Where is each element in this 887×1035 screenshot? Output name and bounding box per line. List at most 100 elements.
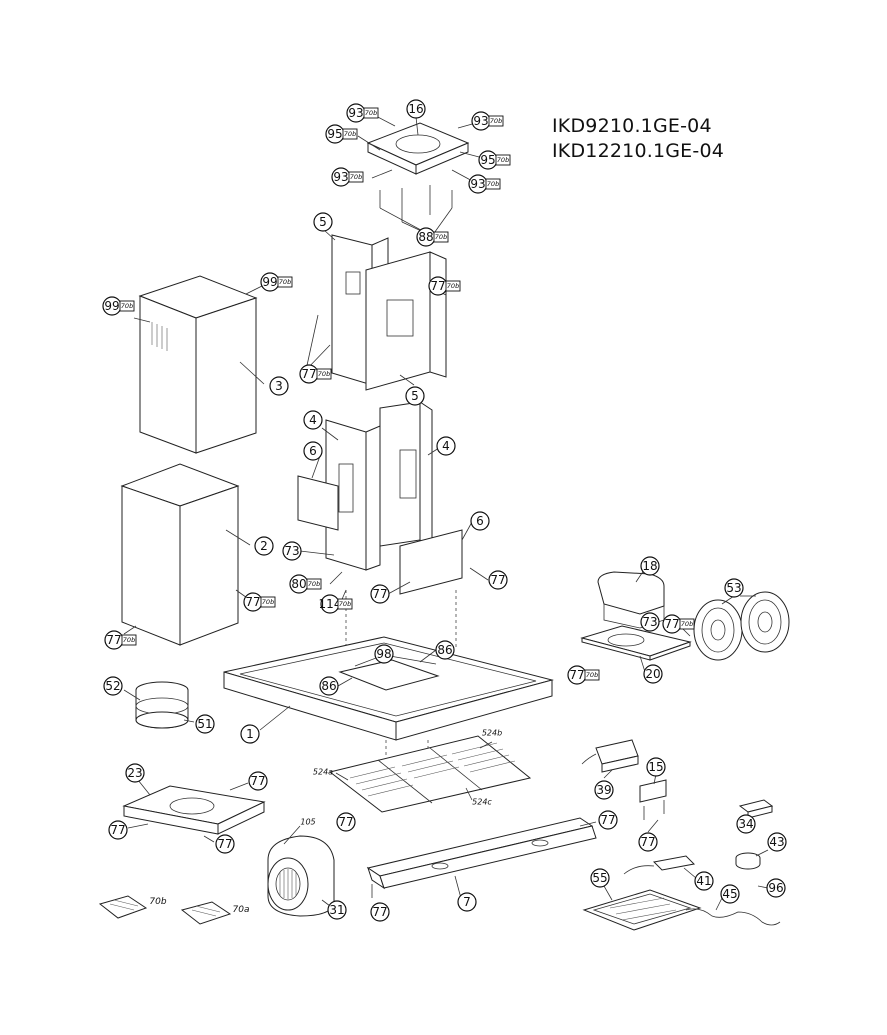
svg-text:23: 23 bbox=[127, 766, 142, 780]
callout-55: 55 bbox=[590, 868, 610, 888]
callout-77: 77 bbox=[336, 812, 356, 832]
svg-text:16: 16 bbox=[408, 102, 423, 116]
svg-text:524b: 524b bbox=[482, 729, 502, 738]
tag-70b: 70b bbox=[679, 618, 695, 630]
callout-86: 86 bbox=[319, 676, 339, 696]
svg-text:2: 2 bbox=[260, 539, 268, 553]
tag-70b: 70b bbox=[495, 154, 511, 166]
tag-70b: 70b bbox=[363, 107, 379, 119]
svg-text:5: 5 bbox=[319, 215, 327, 229]
callout-23: 23 bbox=[125, 763, 145, 783]
callout-51: 51 bbox=[195, 714, 215, 734]
svg-text:77: 77 bbox=[338, 815, 353, 829]
svg-text:95: 95 bbox=[327, 127, 342, 141]
svg-text:3: 3 bbox=[275, 379, 283, 393]
callout-93: 93 bbox=[468, 174, 488, 194]
svg-text:15: 15 bbox=[648, 760, 663, 774]
callout-45: 45 bbox=[720, 884, 740, 904]
part-canopy bbox=[223, 636, 554, 800]
part-small-components bbox=[582, 799, 781, 931]
part-grease-filters bbox=[328, 735, 532, 813]
callout-77: 77 bbox=[370, 902, 390, 922]
svg-text:77: 77 bbox=[106, 633, 121, 647]
svg-text:73: 73 bbox=[642, 615, 657, 629]
callout-77: 77 bbox=[243, 592, 263, 612]
svg-text:77: 77 bbox=[490, 573, 505, 587]
callout-77: 77 bbox=[662, 614, 682, 634]
svg-text:53: 53 bbox=[726, 581, 741, 595]
part-upper-frame bbox=[305, 229, 447, 391]
tag-70b: 70b bbox=[316, 368, 332, 380]
svg-text:73: 73 bbox=[284, 544, 299, 558]
svg-text:70b: 70b bbox=[308, 580, 320, 588]
svg-text:99: 99 bbox=[104, 299, 119, 313]
svg-text:70b: 70b bbox=[487, 180, 499, 188]
svg-text:4: 4 bbox=[309, 413, 317, 427]
svg-text:86: 86 bbox=[321, 679, 336, 693]
callout-93: 93 bbox=[331, 167, 351, 187]
svg-text:95: 95 bbox=[480, 153, 495, 167]
svg-text:114: 114 bbox=[319, 597, 342, 611]
svg-text:20: 20 bbox=[645, 667, 660, 681]
svg-text:524c: 524c bbox=[472, 798, 492, 807]
tag-70b: 70b bbox=[119, 300, 135, 312]
callout-96: 96 bbox=[766, 878, 786, 898]
svg-text:77: 77 bbox=[250, 774, 265, 788]
callout-6: 6 bbox=[303, 441, 323, 461]
svg-text:70b: 70b bbox=[435, 233, 447, 241]
callout-88: 88 bbox=[416, 227, 436, 247]
svg-text:70b: 70b bbox=[149, 897, 166, 907]
callout-77: 77 bbox=[104, 630, 124, 650]
callout-43: 43 bbox=[767, 832, 787, 852]
callout-86: 86 bbox=[435, 640, 455, 660]
svg-text:70b: 70b bbox=[123, 636, 135, 644]
callout-18: 18 bbox=[640, 556, 660, 576]
svg-text:77: 77 bbox=[301, 367, 316, 381]
callout-5: 5 bbox=[313, 212, 333, 232]
svg-text:93: 93 bbox=[348, 106, 363, 120]
svg-text:70b: 70b bbox=[318, 370, 330, 378]
callout-39: 39 bbox=[594, 780, 614, 800]
tag-70b: 70b bbox=[337, 598, 353, 610]
svg-text:88: 88 bbox=[418, 230, 433, 244]
callout-77: 77 bbox=[215, 834, 235, 854]
callout-2: 2 bbox=[254, 536, 274, 556]
tag-70b: 70b bbox=[433, 231, 449, 243]
part-carbon-filters bbox=[693, 591, 790, 661]
callout-41: 41 bbox=[694, 871, 714, 891]
svg-text:77: 77 bbox=[372, 905, 387, 919]
callout-93: 93 bbox=[346, 103, 366, 123]
part-label-70b: 70b bbox=[149, 897, 166, 907]
part-label-70a: 70a bbox=[233, 905, 250, 915]
part-label-524b: 524b bbox=[482, 729, 502, 738]
callout-77: 77 bbox=[248, 771, 268, 791]
svg-text:70b: 70b bbox=[447, 282, 459, 290]
model-number-2: IKD12210.1GE-04 bbox=[552, 140, 725, 162]
svg-text:70b: 70b bbox=[497, 156, 509, 164]
callout-7: 7 bbox=[457, 892, 477, 912]
model-number-1: IKD9210.1GE-04 bbox=[552, 115, 712, 137]
svg-text:7: 7 bbox=[463, 895, 471, 909]
callout-77: 77 bbox=[638, 832, 658, 852]
svg-text:99: 99 bbox=[262, 275, 277, 289]
svg-text:86: 86 bbox=[437, 643, 452, 657]
svg-text:77: 77 bbox=[569, 668, 584, 682]
callouts: 16 93 93 95 95 93 93 88 5 5 77 77 99 99 … bbox=[102, 99, 787, 922]
callout-77: 77 bbox=[370, 584, 390, 604]
svg-text:98: 98 bbox=[376, 647, 391, 661]
callout-99: 99 bbox=[102, 296, 122, 316]
svg-text:77: 77 bbox=[245, 595, 260, 609]
part-label-524c: 524c bbox=[472, 798, 492, 807]
callout-114: 114 bbox=[319, 594, 342, 614]
part-filter-pads bbox=[98, 895, 232, 925]
svg-text:55: 55 bbox=[592, 871, 607, 885]
callout-31: 31 bbox=[327, 900, 347, 920]
callout-93: 93 bbox=[471, 111, 491, 131]
callout-73: 73 bbox=[282, 541, 302, 561]
svg-text:105: 105 bbox=[300, 818, 315, 827]
svg-text:6: 6 bbox=[309, 444, 317, 458]
callout-53: 53 bbox=[724, 578, 744, 598]
callout-80: 80 bbox=[289, 574, 309, 594]
callout-1: 1 bbox=[240, 724, 260, 744]
